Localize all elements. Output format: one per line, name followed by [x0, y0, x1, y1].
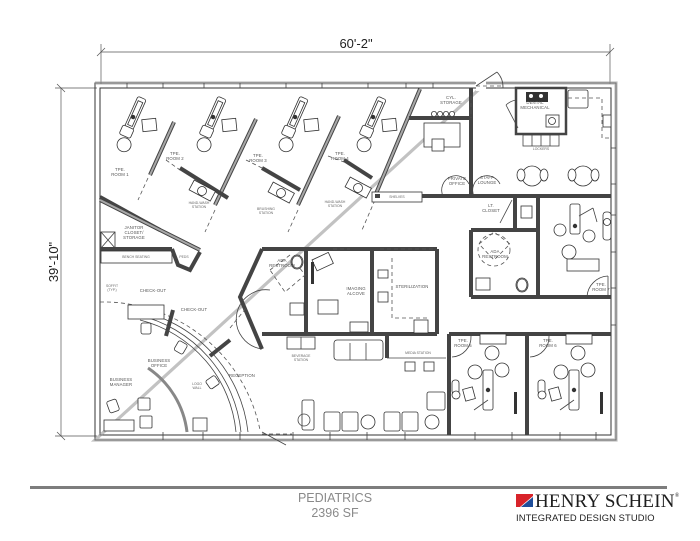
room-label-shelves: SHELVES [389, 195, 405, 199]
room-label-peds: PEDS [179, 255, 189, 259]
dental-chair-icon [278, 96, 320, 153]
room-label-tpe-room-3: TPE.ROOM 3 [249, 153, 267, 163]
room-label-bench-seating: BENCH SEATING [122, 255, 150, 259]
room-label-sterilization: STERILIZATION [396, 284, 429, 289]
room-label-check-out-2: CHECK-OUT [181, 307, 208, 312]
sink-icon [267, 181, 295, 204]
sink-icon [602, 211, 612, 241]
footer-divider [30, 486, 667, 489]
janitor-closet [100, 231, 202, 273]
stool-icon [174, 340, 188, 355]
private-office-walls [375, 88, 611, 198]
exterior-wall [90, 81, 618, 442]
room-label-soffit: SOFFIT(TYP.) [106, 284, 118, 292]
room-labels: TPE.ROOM 1 TPE.ROOM 2 TPE.ROOM 3 TPE.ROOM 4… [106, 95, 610, 390]
project-area: 2396 SF [311, 506, 359, 520]
dental-chair-icon [537, 333, 603, 414]
sofa-icon [333, 339, 384, 361]
operatory-walls [99, 88, 422, 252]
room-label-media-station: MEDIA STATION [405, 351, 431, 355]
dental-chair-icon [451, 333, 517, 414]
stool-icon [205, 375, 220, 390]
dimension-height: 39'-10" [46, 83, 97, 441]
room-label-tpe-room-5: TPE.ROOM 5 [454, 338, 472, 348]
reception-desk [99, 301, 261, 433]
wheelchair-icon [297, 399, 315, 431]
dental-mechanical-room [505, 86, 612, 147]
brand-mark-icon [516, 494, 533, 507]
room-label-tpe-room-6: TPE.ROOM 6 [539, 338, 557, 348]
stool-icon [140, 322, 152, 335]
room-label-cyl-storage: CYL.STORAGE [440, 95, 462, 105]
width-dimension-label: 60'-2" [339, 36, 373, 51]
height-dimension-label: 39'-10" [46, 241, 61, 282]
project-name: PEDIATRICS [297, 491, 373, 505]
toilet-icon [291, 255, 303, 269]
table-icon [516, 165, 549, 187]
dental-chair-icon [116, 96, 158, 153]
room-label-tpe-room-7: TPE.ROOM 7 [592, 282, 610, 292]
room-label-lt-closet: LT.CLOSET [482, 203, 500, 213]
sink-icon [188, 179, 216, 202]
room-label-lockers: LOCKERS [533, 147, 550, 151]
entry-door-bottom[interactable] [261, 431, 292, 446]
room-label-tpe-room-2: TPE.ROOM 2 [166, 151, 184, 161]
dental-chair-icon [196, 96, 238, 153]
henry-schein-logo: HENRY SCHEIN® INTEGRATED DESIGN STUDIO [516, 491, 680, 527]
room-label-tpe-room-4: TPE.ROOM 4 [331, 151, 349, 161]
sink-icon [344, 176, 372, 199]
title-block: PEDIATRICS 2396 SF [270, 491, 400, 521]
room-label-reception: RECEPTION [229, 373, 255, 378]
brand-subtitle: INTEGRATED DESIGN STUDIO [516, 512, 655, 523]
dental-chair-icon [356, 96, 398, 153]
brand-name: HENRY SCHEIN® [535, 491, 680, 512]
toilet-icon [516, 278, 528, 292]
door-swing-icon[interactable] [451, 335, 550, 358]
media-station [387, 357, 446, 372]
door-swing-icon[interactable] [586, 275, 609, 298]
room-label-check-out-1: CHECK-OUT [140, 288, 167, 293]
beverage-station [286, 336, 316, 350]
room-label-tpe-room-1: TPE.ROOM 1 [111, 167, 129, 177]
table-icon [567, 165, 600, 187]
waiting-seats [323, 391, 446, 432]
dental-chair-icon [553, 203, 600, 272]
entry-door-top[interactable] [475, 71, 504, 91]
business-manager-desk [103, 397, 208, 432]
dimension-width: 60'-2" [96, 36, 615, 84]
